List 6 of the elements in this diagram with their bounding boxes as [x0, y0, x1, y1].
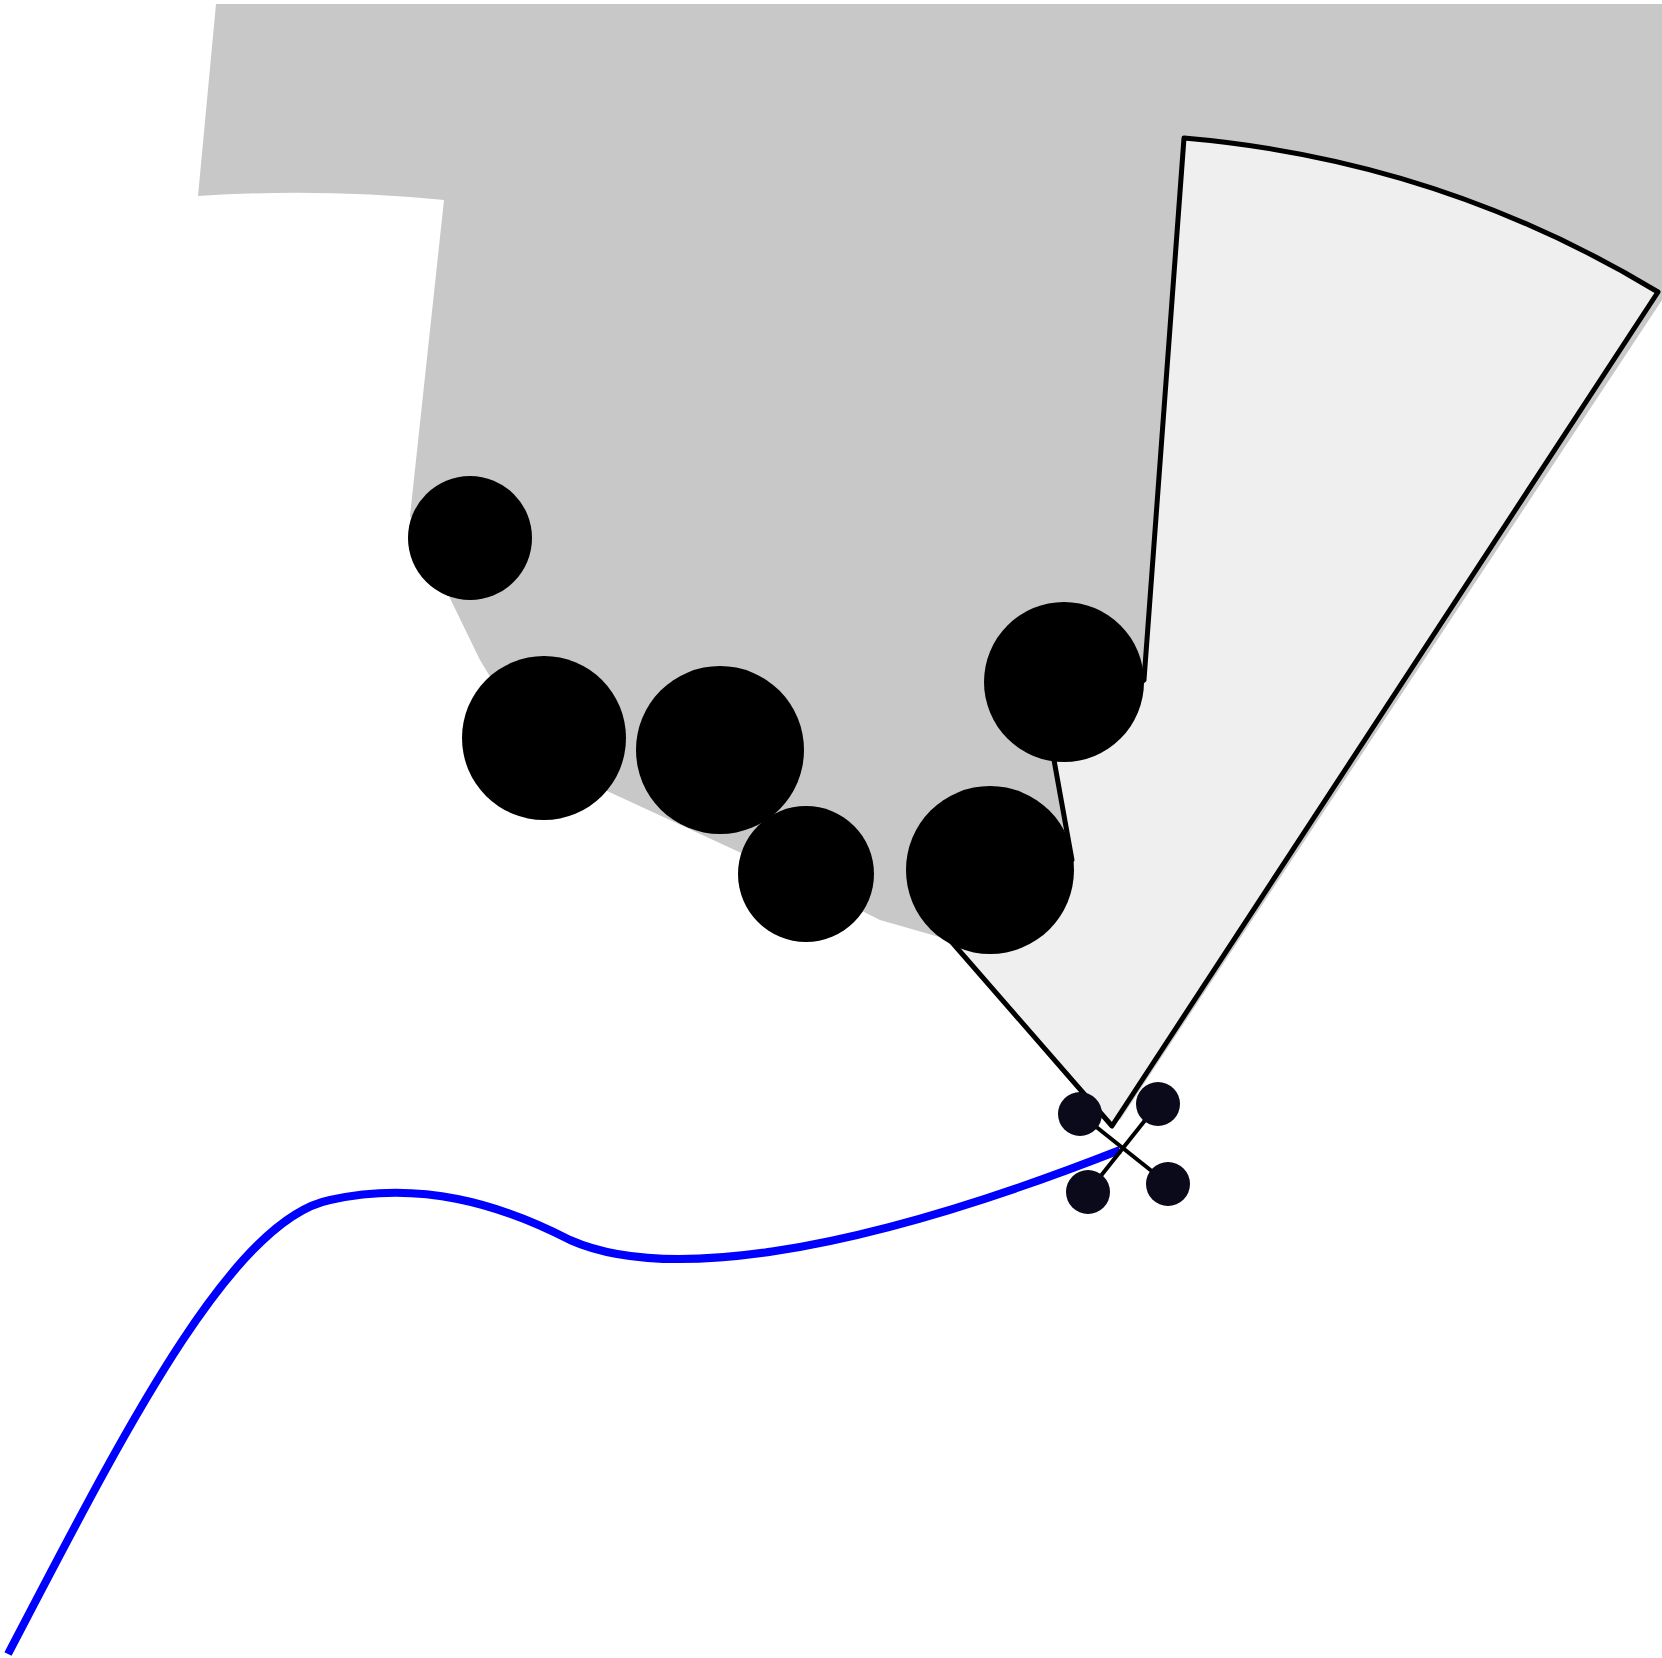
obstacle-circle	[738, 806, 874, 942]
obstacle-circle	[636, 666, 804, 834]
obstacle-circle	[408, 476, 532, 600]
obstacle-circle	[462, 656, 626, 820]
obstacle-circle	[984, 602, 1144, 762]
obstacle-circle	[906, 786, 1074, 954]
